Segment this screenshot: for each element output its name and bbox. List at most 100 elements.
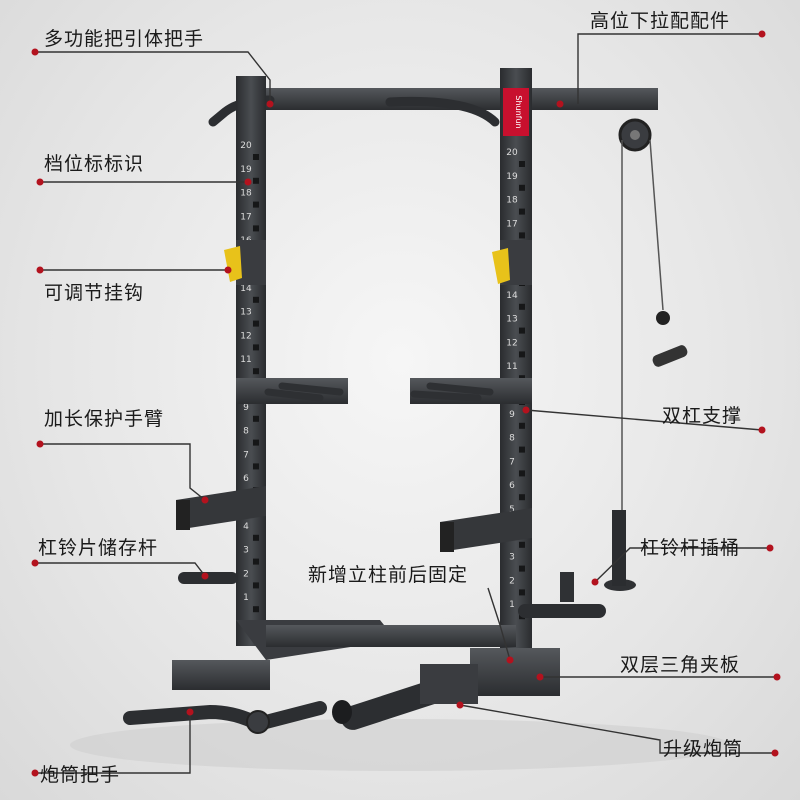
j-hook-right-yellow [492, 248, 510, 284]
left-upright-hole [253, 320, 259, 327]
right-upright-number: 7 [509, 457, 515, 467]
left-upright-number: 7 [243, 450, 249, 460]
left-upright-number: 3 [243, 546, 249, 556]
left-upright-number: 20 [240, 141, 252, 151]
plate-peg-left [178, 572, 238, 584]
right-upright-hole [519, 161, 525, 167]
right-upright-number: 6 [509, 481, 515, 491]
right-upright-number: 19 [506, 172, 518, 182]
leader-barbell-holder [594, 547, 770, 583]
base-front-right [470, 648, 560, 696]
leader-safety-arm [40, 443, 206, 501]
right-upright-hole [519, 232, 525, 239]
label-pullup-bar: 多功能把引体把手 [44, 28, 205, 50]
plate-peg-right [518, 604, 606, 618]
label-dip-support: 双杠支撑 [662, 405, 743, 427]
right-upright-hole [519, 470, 525, 477]
label-safety-arm: 加长保护手臂 [44, 408, 165, 430]
right-upright-number: 2 [509, 576, 515, 586]
dot-pullup-l [31, 48, 39, 56]
left-upright-hole [253, 415, 259, 422]
right-upright-number: 14 [506, 291, 518, 301]
right-upright-hole [519, 565, 525, 572]
barbell-holder-tube [560, 572, 574, 602]
left-upright-hole [253, 368, 259, 375]
left-upright-hole [253, 439, 259, 446]
right-upright-hole [519, 351, 525, 358]
label-adjustable-hook: 可调节挂钩 [44, 282, 145, 304]
left-upright-hole [253, 463, 259, 470]
right-upright-hole [519, 589, 525, 596]
left-upright-number: 13 [240, 308, 251, 318]
left-upright-number: 2 [243, 569, 249, 579]
left-upright-number: 12 [240, 331, 251, 341]
left-upright-hole [253, 201, 259, 208]
leader-pullup [35, 51, 271, 104]
leader-post-fix [487, 587, 511, 661]
landmine-t-handle [123, 701, 327, 732]
right-upright-hole [519, 327, 525, 334]
right-upright-hole [519, 303, 525, 310]
leader-dip [525, 409, 763, 431]
right-upright-number: 20 [506, 148, 518, 158]
left-upright-hole [253, 606, 259, 613]
leader-plate-storage [35, 562, 206, 577]
right-upright-number: 17 [506, 219, 517, 229]
right-upright-number: 8 [509, 434, 515, 444]
pullup-handle-right [385, 96, 500, 127]
brand-plate [503, 88, 529, 136]
left-upright-number: 4 [243, 522, 249, 532]
right-upright-hole [519, 184, 525, 191]
left-upright-hole [253, 296, 259, 303]
left-upright-number: 6 [243, 474, 249, 484]
label-plate-storage: 杠铃片储存杆 [38, 537, 159, 559]
right-upright-hole [519, 541, 525, 548]
left-upright-hole [253, 225, 259, 232]
right-upright-number: 11 [506, 362, 517, 372]
left-upright-hole [253, 154, 259, 160]
right-upright-hole [519, 494, 525, 501]
base-rear [266, 625, 516, 647]
right-upright-number: 18 [506, 196, 518, 206]
label-barbell-holder: 杠铃杆插桶 [640, 537, 741, 559]
right-upright-number: 12 [506, 338, 517, 348]
left-upright-number: 17 [240, 212, 251, 222]
left-upright-number: 1 [243, 593, 249, 603]
label-position-marks: 档位标标识 [44, 153, 145, 175]
safety-arm-right [440, 508, 532, 552]
left-upright-number: 14 [240, 284, 252, 294]
left-upright-hole [253, 582, 259, 589]
left-upright [236, 76, 266, 646]
left-upright-hole [253, 558, 259, 565]
leader-pulldown [577, 33, 762, 104]
safety-arm-left [176, 486, 266, 530]
right-upright-hole [519, 208, 525, 215]
label-triangle-plate: 双层三角夹板 [620, 654, 741, 676]
cable-handle [652, 345, 688, 367]
left-upright-hole [253, 177, 259, 184]
left-upright-hole [253, 344, 259, 351]
brand-text: Shunfun [514, 95, 523, 128]
left-upright-hole [253, 534, 259, 541]
right-upright-number: 9 [509, 410, 515, 420]
label-landmine-handle: 炮筒把手 [40, 764, 121, 786]
left-upright-number: 18 [240, 189, 252, 199]
right-upright-hole [519, 422, 525, 429]
label-high-pulldown: 高位下拉配配件 [590, 10, 731, 32]
left-upright-number: 11 [240, 355, 251, 365]
right-upright-number: 13 [506, 315, 517, 325]
j-hook-left-yellow [224, 246, 242, 282]
right-upright-number: 1 [509, 600, 515, 610]
label-landmine: 升级炮筒 [663, 738, 744, 760]
leader-landmine [459, 704, 775, 754]
right-upright-hole [519, 446, 525, 453]
base-front-left [172, 660, 270, 690]
left-upright-number: 9 [243, 403, 249, 413]
right-upright-number: 3 [509, 553, 515, 563]
leader-landmine-handle [35, 712, 191, 774]
left-upright-number: 19 [240, 165, 252, 175]
right-upright-number: 5 [509, 505, 515, 515]
left-upright-number: 8 [243, 427, 249, 437]
